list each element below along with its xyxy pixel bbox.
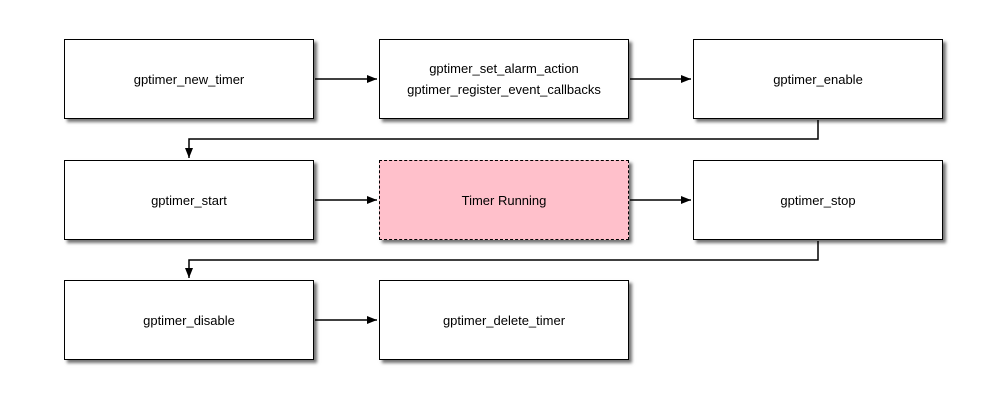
node-label: gptimer_new_timer <box>133 71 245 87</box>
node-gptimer-disable: gptimer_disable <box>64 280 314 360</box>
node-gptimer-configure: gptimer_set_alarm_action gptimer_registe… <box>379 39 629 119</box>
node-label: Timer Running <box>461 192 547 208</box>
node-gptimer-stop: gptimer_stop <box>693 160 943 240</box>
node-label-line2: gptimer_register_event_callbacks <box>407 82 601 97</box>
node-timer-running-state: Timer Running <box>379 160 629 240</box>
node-gptimer-start: gptimer_start <box>64 160 314 240</box>
node-label: gptimer_start <box>151 192 227 208</box>
node-gptimer-enable: gptimer_enable <box>693 39 943 119</box>
edge-stop-to-disable <box>185 241 819 278</box>
node-label: gptimer_disable <box>143 312 235 328</box>
node-label: gptimer_enable <box>773 71 863 87</box>
node-label: gptimer_stop <box>780 192 856 208</box>
edge-enable-to-start <box>185 120 819 158</box>
node-gptimer-delete-timer: gptimer_delete_timer <box>379 280 629 360</box>
node-label-line1: gptimer_set_alarm_action <box>429 61 579 76</box>
node-label: gptimer_delete_timer <box>442 312 566 328</box>
node-gptimer-new-timer: gptimer_new_timer <box>64 39 314 119</box>
